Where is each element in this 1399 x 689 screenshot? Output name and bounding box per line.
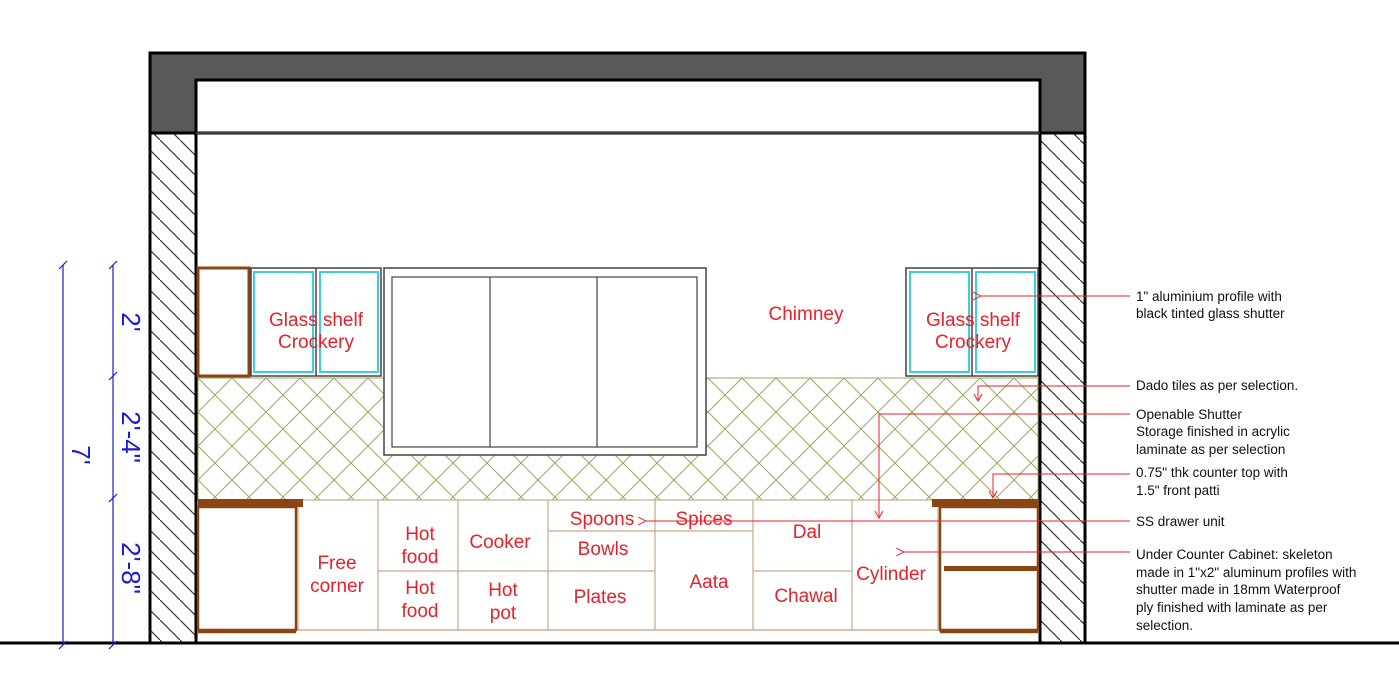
- label-chimney: Chimney: [769, 304, 844, 325]
- label-hot-food-top-1: Hot: [405, 524, 435, 545]
- label-hot-pot-2: pot: [490, 603, 517, 624]
- label-spices: Spices: [675, 509, 732, 530]
- note-ss-drawer: SS drawer unit: [1136, 514, 1225, 529]
- dim-middle: 2'-4": [116, 411, 146, 463]
- label-glass-left-2: Crockery: [278, 332, 355, 353]
- base-cabinets: [297, 499, 939, 631]
- left-wall-cabinet: [196, 266, 251, 378]
- dim-total: 7': [66, 445, 96, 464]
- label-glass-right-1: Glass shelf: [926, 310, 1021, 331]
- dimension-lines: [58, 260, 118, 650]
- ceiling-beam: [148, 51, 1087, 135]
- label-hot-food-bot-2: food: [402, 601, 439, 622]
- right-glass-shutters: [905, 267, 1039, 377]
- note-openable-2: Storage finished in acrylic: [1136, 424, 1290, 439]
- annotation-notes: 1" aluminium profile with black tinted g…: [1136, 289, 1356, 633]
- label-cylinder: Cylinder: [856, 564, 926, 585]
- label-cooker: Cooker: [469, 532, 531, 553]
- label-spoons: Spoons: [570, 509, 634, 530]
- note-under-4: ply finished with laminate as per: [1136, 600, 1328, 615]
- label-hot-pot-1: Hot: [488, 580, 518, 601]
- chimney-hood: [383, 267, 707, 456]
- dimension-labels: 7' 2' 2'-4" 2'-8": [66, 312, 146, 594]
- label-free-corner-2: corner: [310, 576, 365, 597]
- left-under-counter-cabinet: [196, 499, 303, 634]
- label-glass-right-2: Crockery: [935, 332, 1012, 353]
- dim-upper: 2': [116, 312, 146, 331]
- right-wall: [1038, 131, 1087, 645]
- label-aata: Aata: [689, 572, 729, 593]
- dim-lower: 2'-8": [116, 542, 146, 594]
- label-plates: Plates: [574, 587, 627, 608]
- leader-lines: [645, 296, 1130, 552]
- right-under-counter-cabinet: [932, 499, 1040, 634]
- note-openable-3: laminate as per selection: [1136, 442, 1285, 457]
- note-openable-1: Openable Shutter: [1136, 407, 1242, 422]
- label-dal: Dal: [793, 522, 822, 543]
- left-wall: [148, 131, 198, 645]
- label-bowls: Bowls: [578, 539, 629, 560]
- note-aluminium-1: 1" aluminium profile with: [1136, 289, 1282, 304]
- cabinet-labels: Glass shelf Crockery Glass shelf Crocker…: [269, 304, 1021, 624]
- note-counter-1: 0.75" thk counter top with: [1136, 465, 1288, 480]
- label-glass-left-1: Glass shelf: [269, 310, 364, 331]
- note-under-3: shutter made in 18mm Waterproof: [1136, 582, 1341, 597]
- left-glass-shutters: [250, 267, 382, 377]
- note-aluminium-2: black tinted glass shutter: [1136, 306, 1285, 321]
- label-chawal: Chawal: [774, 586, 837, 607]
- label-hot-food-top-2: food: [402, 547, 439, 568]
- label-hot-food-bot-1: Hot: [405, 578, 435, 599]
- note-under-2: made in 1"x2" aluminum profiles with: [1136, 565, 1356, 580]
- note-dado: Dado tiles as per selection.: [1136, 378, 1298, 393]
- note-counter-2: 1.5" front patti: [1136, 483, 1220, 498]
- label-free-corner-1: Free: [317, 553, 356, 574]
- note-under-5: selection.: [1136, 618, 1193, 633]
- note-under-1: Under Counter Cabinet: skeleton: [1136, 547, 1333, 562]
